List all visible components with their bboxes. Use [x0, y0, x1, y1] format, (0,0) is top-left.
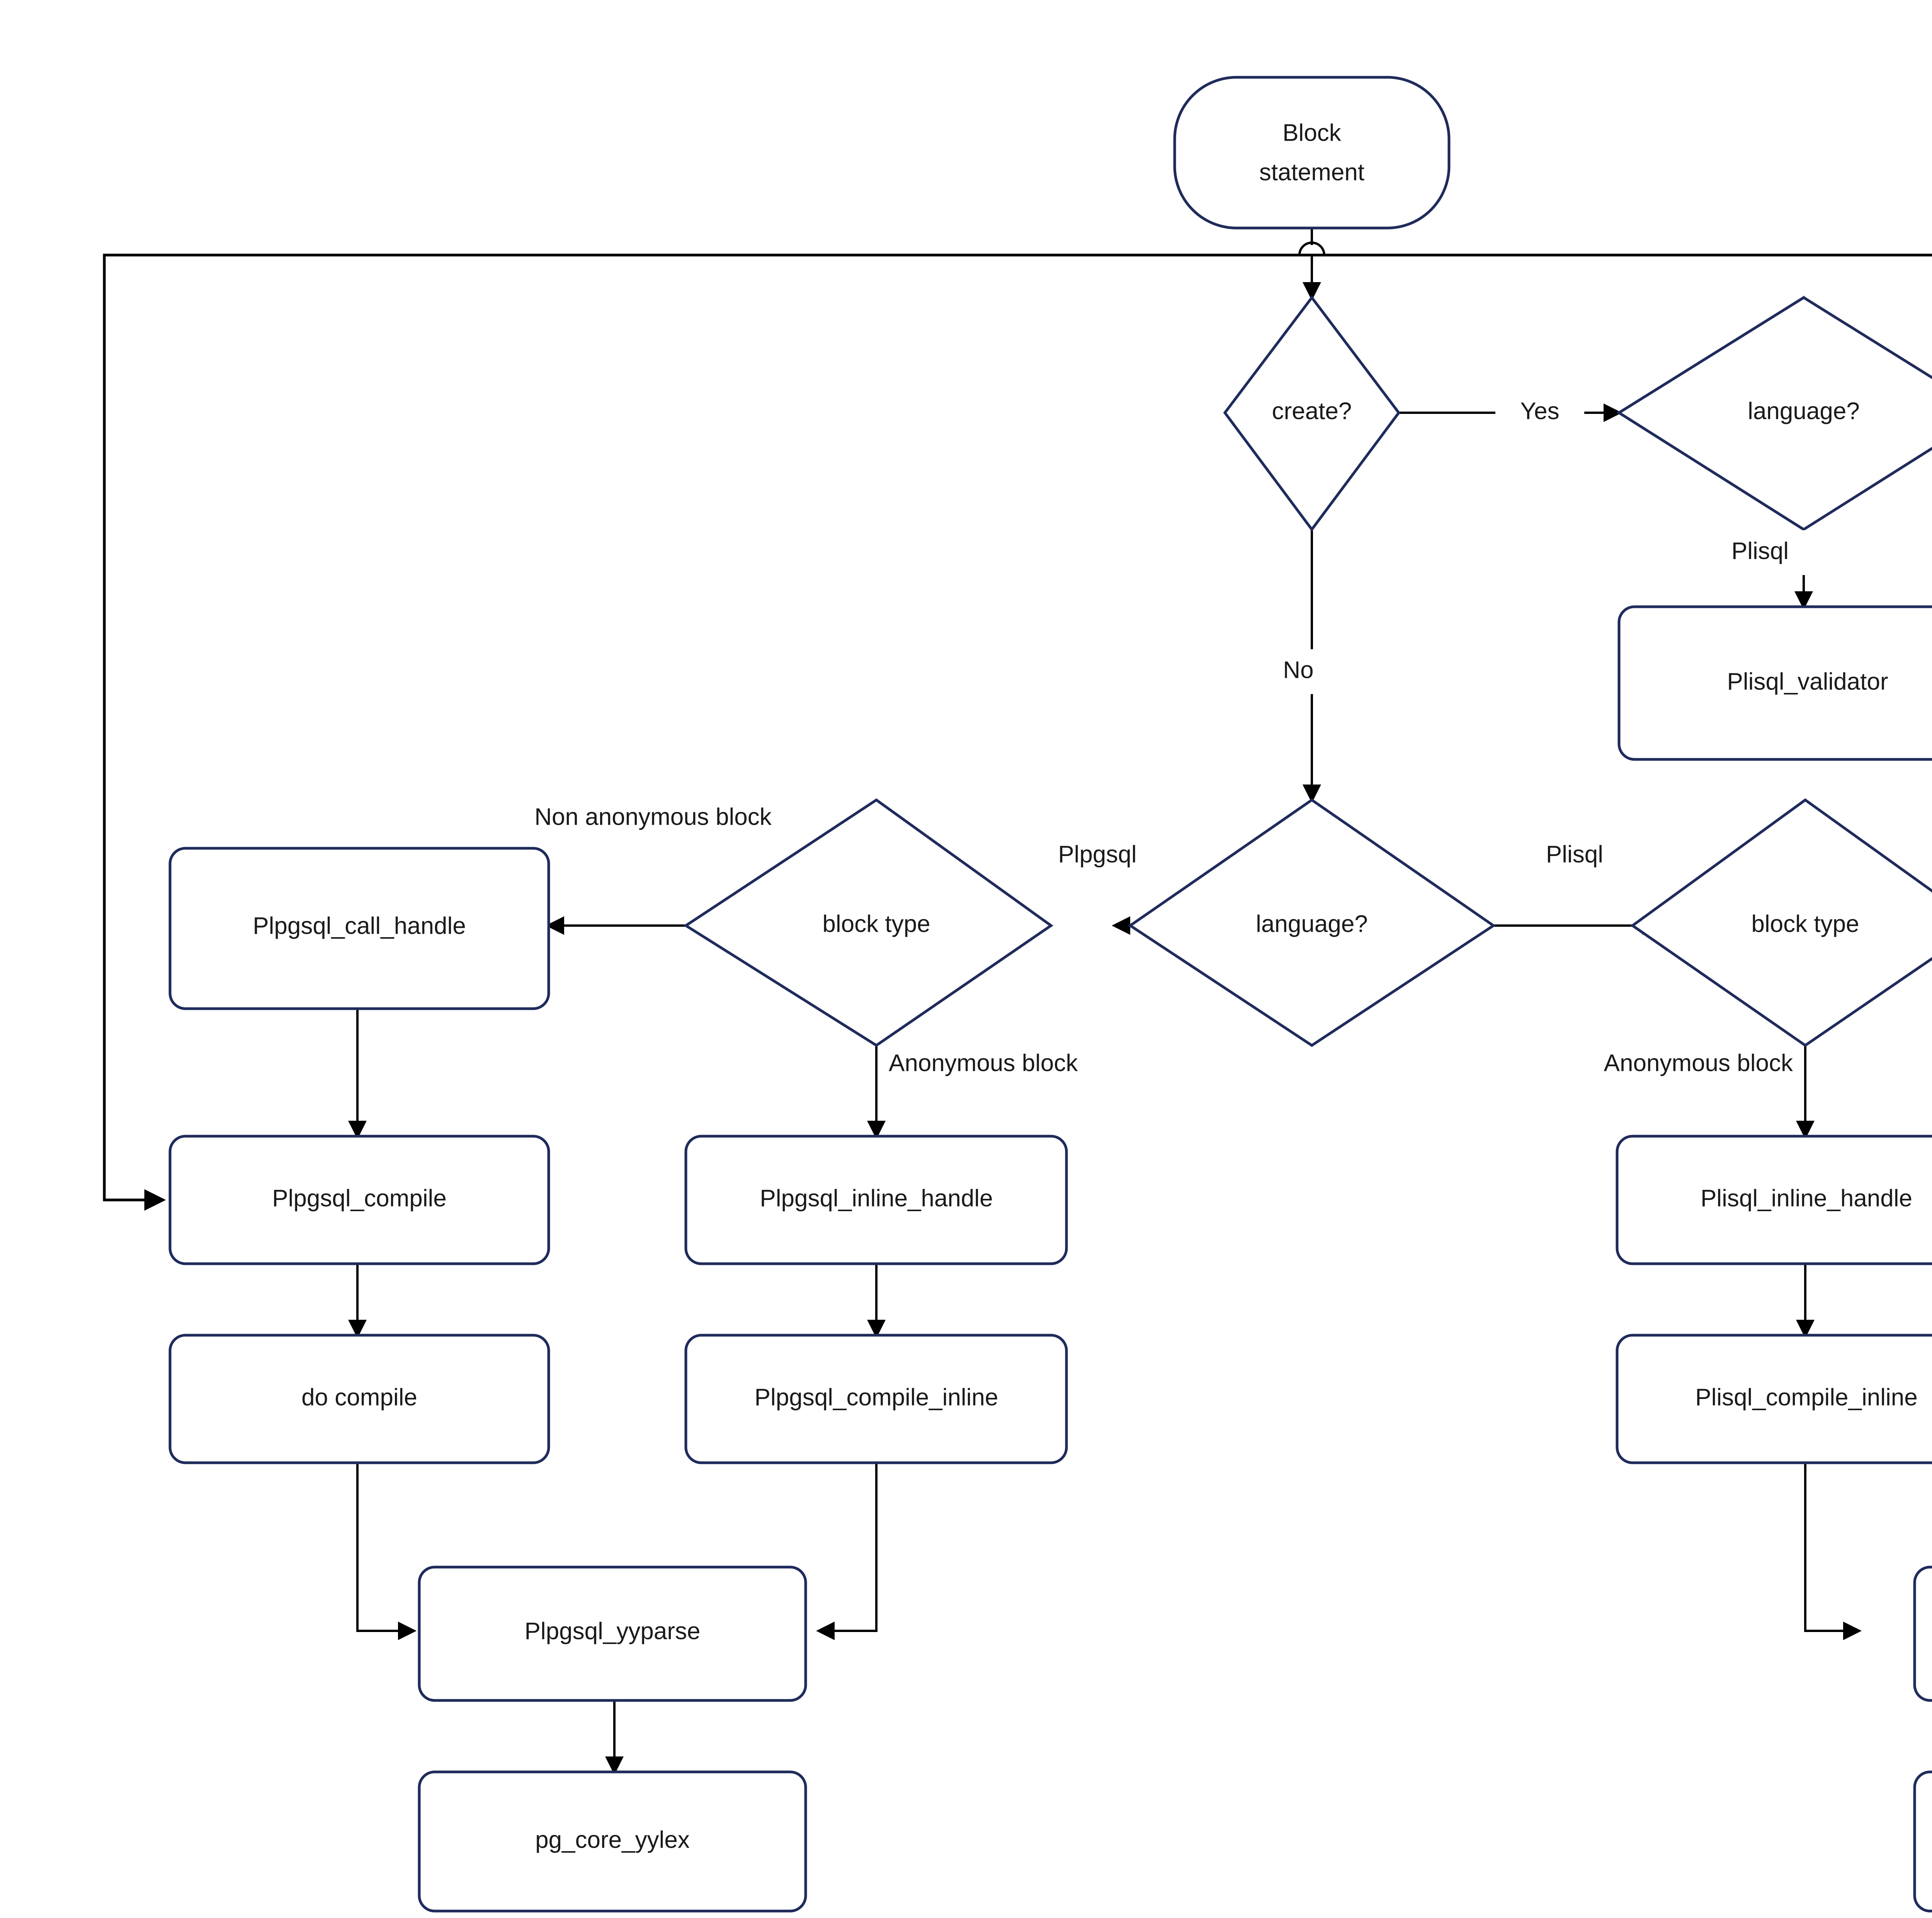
edge-label-plisql-top: Plisql — [1731, 538, 1789, 564]
edge-plpgsql-validator-to-plpgsql-compile — [103, 254, 1932, 1211]
node-plisql-yyparse[interactable]: Plisql_yyparse — [1913, 1566, 1932, 1702]
node-language-top-decision-label: language? — [1748, 398, 1860, 424]
node-block-type-right-decision[interactable]: block type — [1630, 798, 1932, 1047]
node-plpgsql-compile-inline[interactable]: Plpgsql_compile_inline — [684, 1334, 1068, 1464]
node-block-statement[interactable]: Block statement — [1173, 76, 1451, 230]
edge-plisql-compile-inline-to-plisql-yyparse — [1804, 1463, 1862, 1640]
node-language-mid-decision[interactable]: language? — [1128, 798, 1496, 1047]
node-create-decision-label: create? — [1272, 398, 1352, 424]
node-language-top-decision[interactable]: language? — [1616, 296, 1932, 531]
node-plisql-compile-inline[interactable]: Plisql_compile_inline — [1616, 1334, 1932, 1464]
node-language-mid-decision-label: language? — [1256, 910, 1368, 937]
node-plisql-inline-handle-label: Plisql_inline_handle — [1701, 1185, 1912, 1212]
node-do-compile-left-label: do compile — [301, 1384, 417, 1411]
node-plpgsql-compile-label: Plpgsql_compile — [272, 1185, 446, 1212]
node-pg-core-yylex-label: pg_core_yylex — [535, 1826, 690, 1853]
edge-plpgsql-compile-inline-to-plpgsql-yyparse — [816, 1463, 878, 1640]
edge-label-yes: Yes — [1520, 398, 1559, 424]
edge-label-non-anonymous-left: Non anonymous block — [534, 803, 772, 830]
edge-do-compile-left-to-plpgsql-yyparse — [356, 1463, 417, 1640]
node-plpgsql-call-handle[interactable]: Plpgsql_call_handle — [168, 847, 550, 1010]
node-plisql-inline-handle[interactable]: Plisql_inline_handle — [1616, 1135, 1932, 1265]
edge-label-plpgsql-mid: Plpgsql — [1058, 841, 1136, 868]
node-plpgsql-yyparse[interactable]: Plpgsql_yyparse — [418, 1566, 807, 1702]
node-plpgsql-inline-handle[interactable]: Plpgsql_inline_handle — [684, 1135, 1068, 1265]
edge-label-group: Yes Plpgsql Plisql No Plpgsql Plisql Non… — [534, 390, 1820, 1076]
node-plisql-compile-inline-label: Plisql_compile_inline — [1695, 1384, 1918, 1411]
node-ora-core-yylex[interactable]: ora_core_yylex — [1913, 1770, 1932, 1913]
node-plpgsql-inline-handle-label: Plpgsql_inline_handle — [760, 1185, 993, 1212]
node-plpgsql-yyparse-label: Plpgsql_yyparse — [525, 1618, 701, 1644]
edge-label-plisql-mid: Plisql — [1546, 841, 1603, 868]
edge-label-anonymous-left: Anonymous block — [889, 1050, 1078, 1076]
edge-label-anonymous-right: Anonymous block — [1604, 1050, 1793, 1076]
node-block-type-right-decision-label: block type — [1751, 910, 1859, 937]
node-create-decision[interactable]: create? — [1223, 295, 1401, 532]
edge-start-to-create — [1298, 228, 1325, 301]
node-do-compile-left[interactable]: do compile — [168, 1334, 550, 1464]
node-plpgsql-compile-inline-label: Plpgsql_compile_inline — [755, 1384, 998, 1411]
node-plpgsql-compile[interactable]: Plpgsql_compile — [168, 1135, 550, 1265]
node-plisql-validator-label: Plisql_validator — [1727, 668, 1888, 695]
node-block-statement-label-line2: statement — [1259, 159, 1364, 186]
node-block-statement-label-line1: Block — [1282, 119, 1342, 146]
edge-label-no: No — [1283, 657, 1313, 683]
node-pg-core-yylex[interactable]: pg_core_yylex — [418, 1770, 807, 1913]
node-plisql-validator[interactable]: Plisql_validator — [1617, 605, 1932, 761]
node-block-type-left-decision[interactable]: block type — [683, 798, 1054, 1047]
node-plpgsql-call-handle-label: Plpgsql_call_handle — [253, 912, 466, 939]
node-block-type-left-decision-label: block type — [822, 910, 930, 937]
